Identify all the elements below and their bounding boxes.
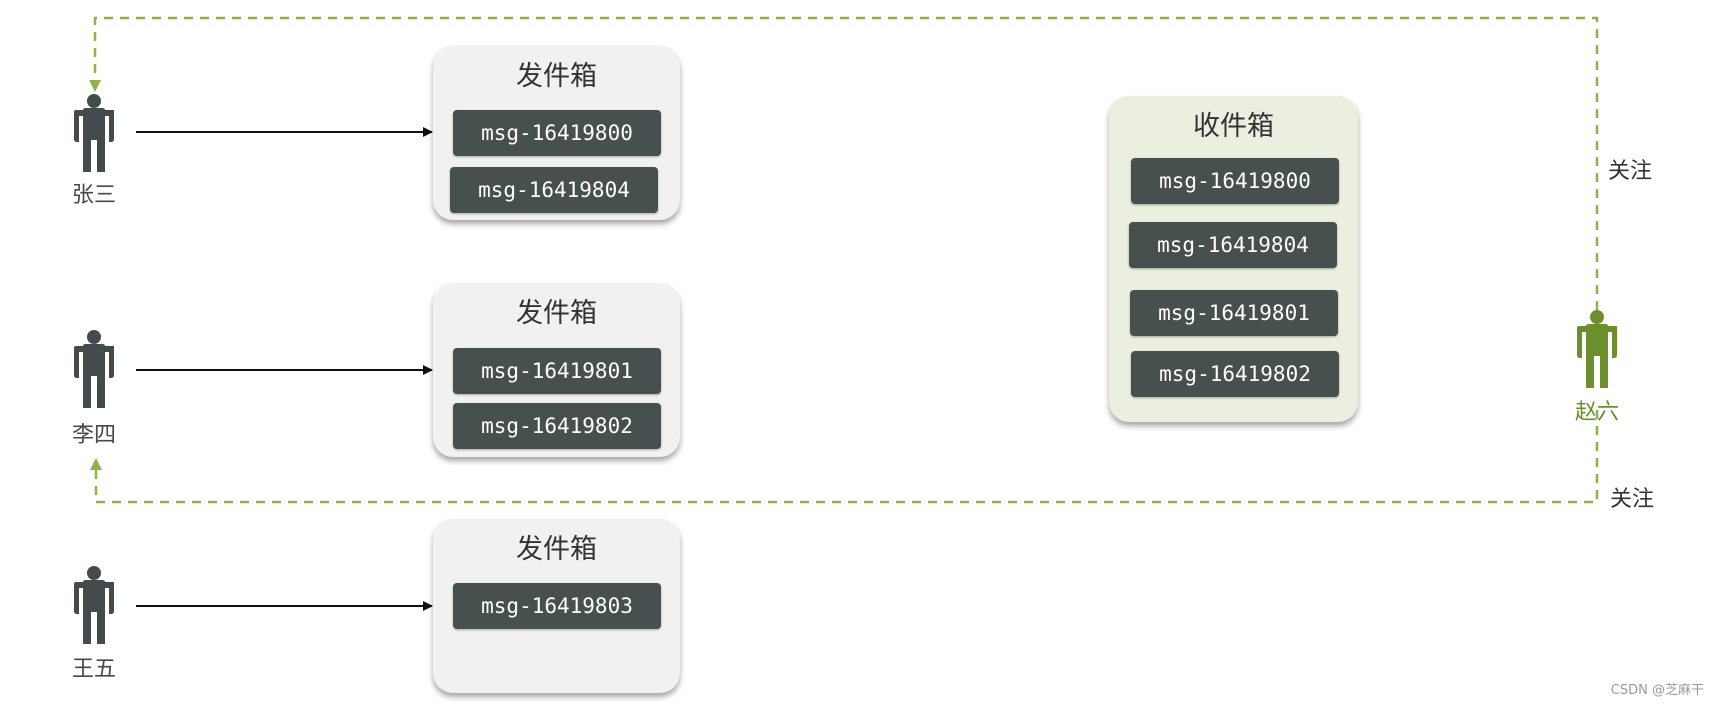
message-chip: msg-16419804 bbox=[1129, 222, 1337, 268]
person-icon-lisi bbox=[74, 330, 114, 408]
message-chip: msg-16419802 bbox=[453, 403, 661, 449]
person-icon-zhangsan bbox=[74, 94, 114, 172]
message-chip: msg-16419803 bbox=[453, 583, 661, 629]
follow-arrowhead-zhangsan bbox=[89, 80, 101, 92]
follower-name-zhaoliu: 赵六 bbox=[1574, 400, 1619, 425]
outbox-title: 发件箱 bbox=[516, 534, 597, 565]
follow-line-lisi bbox=[94, 410, 1599, 504]
follow-line-zhangsan bbox=[93, 16, 1599, 310]
outbox-lisi: 发件箱 msg-16419801 msg-16419802 bbox=[433, 283, 680, 457]
outbox-title: 发件箱 bbox=[516, 61, 597, 92]
follow-label-bottom: 关注 bbox=[1610, 487, 1655, 512]
watermark: CSDN @芝麻干 bbox=[1610, 683, 1704, 698]
outbox-title: 发件箱 bbox=[516, 298, 597, 329]
follow-label-top: 关注 bbox=[1608, 159, 1653, 184]
user-name-lisi: 李四 bbox=[71, 423, 116, 448]
inbox-zhaoliu: 收件箱 msg-16419800 msg-16419804 msg-164198… bbox=[1109, 96, 1358, 422]
message-chip: msg-16419802 bbox=[1131, 351, 1339, 397]
follow-arrowhead-lisi bbox=[90, 458, 102, 470]
inbox-title: 收件箱 bbox=[1193, 111, 1274, 142]
person-icon-wangwu bbox=[74, 566, 114, 644]
message-chip: msg-16419804 bbox=[450, 167, 658, 213]
message-chip: msg-16419801 bbox=[1130, 290, 1338, 336]
user-name-wangwu: 王五 bbox=[71, 657, 116, 682]
user-name-zhangsan: 张三 bbox=[71, 183, 116, 208]
outbox-wangwu: 发件箱 msg-16419803 bbox=[433, 519, 680, 693]
message-chip: msg-16419800 bbox=[1131, 158, 1339, 204]
person-icon-zhaoliu bbox=[1577, 310, 1617, 388]
outbox-zhangsan: 发件箱 msg-16419800 msg-16419804 bbox=[433, 46, 680, 220]
message-chip: msg-16419800 bbox=[453, 110, 661, 156]
message-chip: msg-16419801 bbox=[453, 348, 661, 394]
